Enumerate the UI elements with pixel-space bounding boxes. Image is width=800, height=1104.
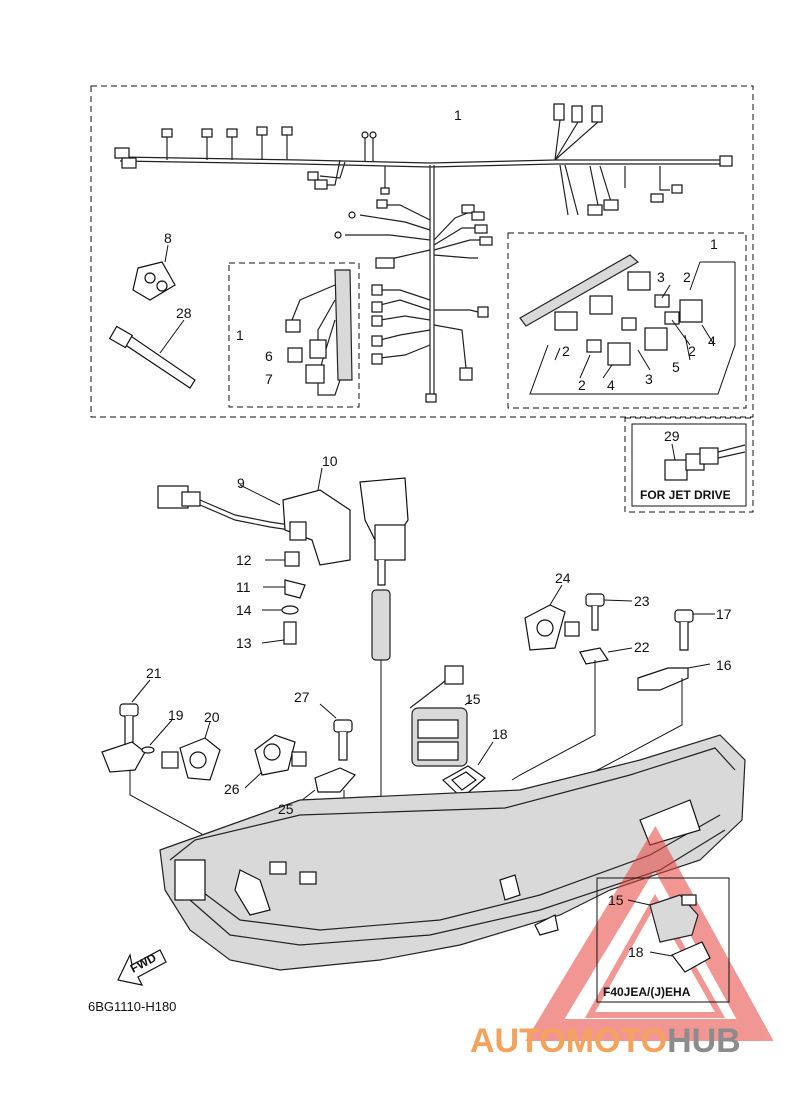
sub-harness [285,269,353,396]
model-box-parts [627,894,711,973]
model-box [596,877,730,1003]
callout-8: 8 [164,230,172,246]
callout-4: 4 [708,333,716,349]
clip-hole-icon [144,272,156,284]
watermark-part1: AUTOMOTO [470,1022,667,1060]
callout-19: 19 [168,707,184,723]
callout-14: 14 [236,602,252,618]
callout-22: 22 [634,639,650,655]
callout-1-main: 1 [454,107,462,123]
harness-frame [90,85,754,418]
callout-11: 11 [236,579,251,595]
model-label: F40JEA/(J)EHA [603,985,691,999]
watermark-part2: HUB [667,1022,741,1060]
fwd-arrow-icon [117,949,167,986]
callout-15: 15 [465,691,481,707]
connector-frame [507,232,747,409]
callout-3: 3 [657,269,665,285]
jet-drive-label: FOR JET DRIVE [640,488,731,502]
callout-1-right: 1 [710,236,718,252]
callout-9: 9 [237,475,245,491]
right-parts [409,584,715,916]
callout-15-model: 15 [608,892,624,908]
callout-7: 7 [265,371,273,387]
callout-2: 2 [688,343,696,359]
callout-25: 25 [278,801,294,817]
callout-3: 3 [645,371,653,387]
callout-26: 26 [224,781,240,797]
callout-18: 18 [492,726,508,742]
callout-28: 28 [176,305,192,321]
callout-5: 5 [672,359,680,375]
clip-hole-icon [156,280,168,292]
callout-13: 13 [236,635,252,651]
callout-12: 12 [236,552,252,568]
callout-4: 4 [607,377,615,393]
callout-2: 2 [578,377,586,393]
wiring-harness [114,103,733,403]
callout-2: 2 [683,269,691,285]
callout-18-model: 18 [628,944,644,960]
jet-drive-inner-box [631,423,747,507]
jet-drive-frame [624,417,754,513]
callout-10: 10 [322,453,338,469]
connector-part-29 [664,459,688,481]
watermark-text: AUTOMOTOHUB [470,1022,741,1060]
callout-20: 20 [204,709,220,725]
callout-2: 2 [562,343,570,359]
callout-6: 6 [265,348,273,364]
sub-harness-frame [228,262,360,408]
callout-23: 23 [634,593,650,609]
callout-1-left: 1 [236,327,244,343]
callout-17: 17 [716,606,732,622]
connector-cluster [519,254,736,395]
callout-24: 24 [555,570,571,586]
callout-29: 29 [664,428,680,444]
left-parts [101,679,356,940]
callout-16: 16 [716,657,732,673]
diagram-code: 6BG1110-H180 [88,999,176,1014]
callout-27: 27 [294,689,310,705]
callout-21: 21 [146,665,162,681]
